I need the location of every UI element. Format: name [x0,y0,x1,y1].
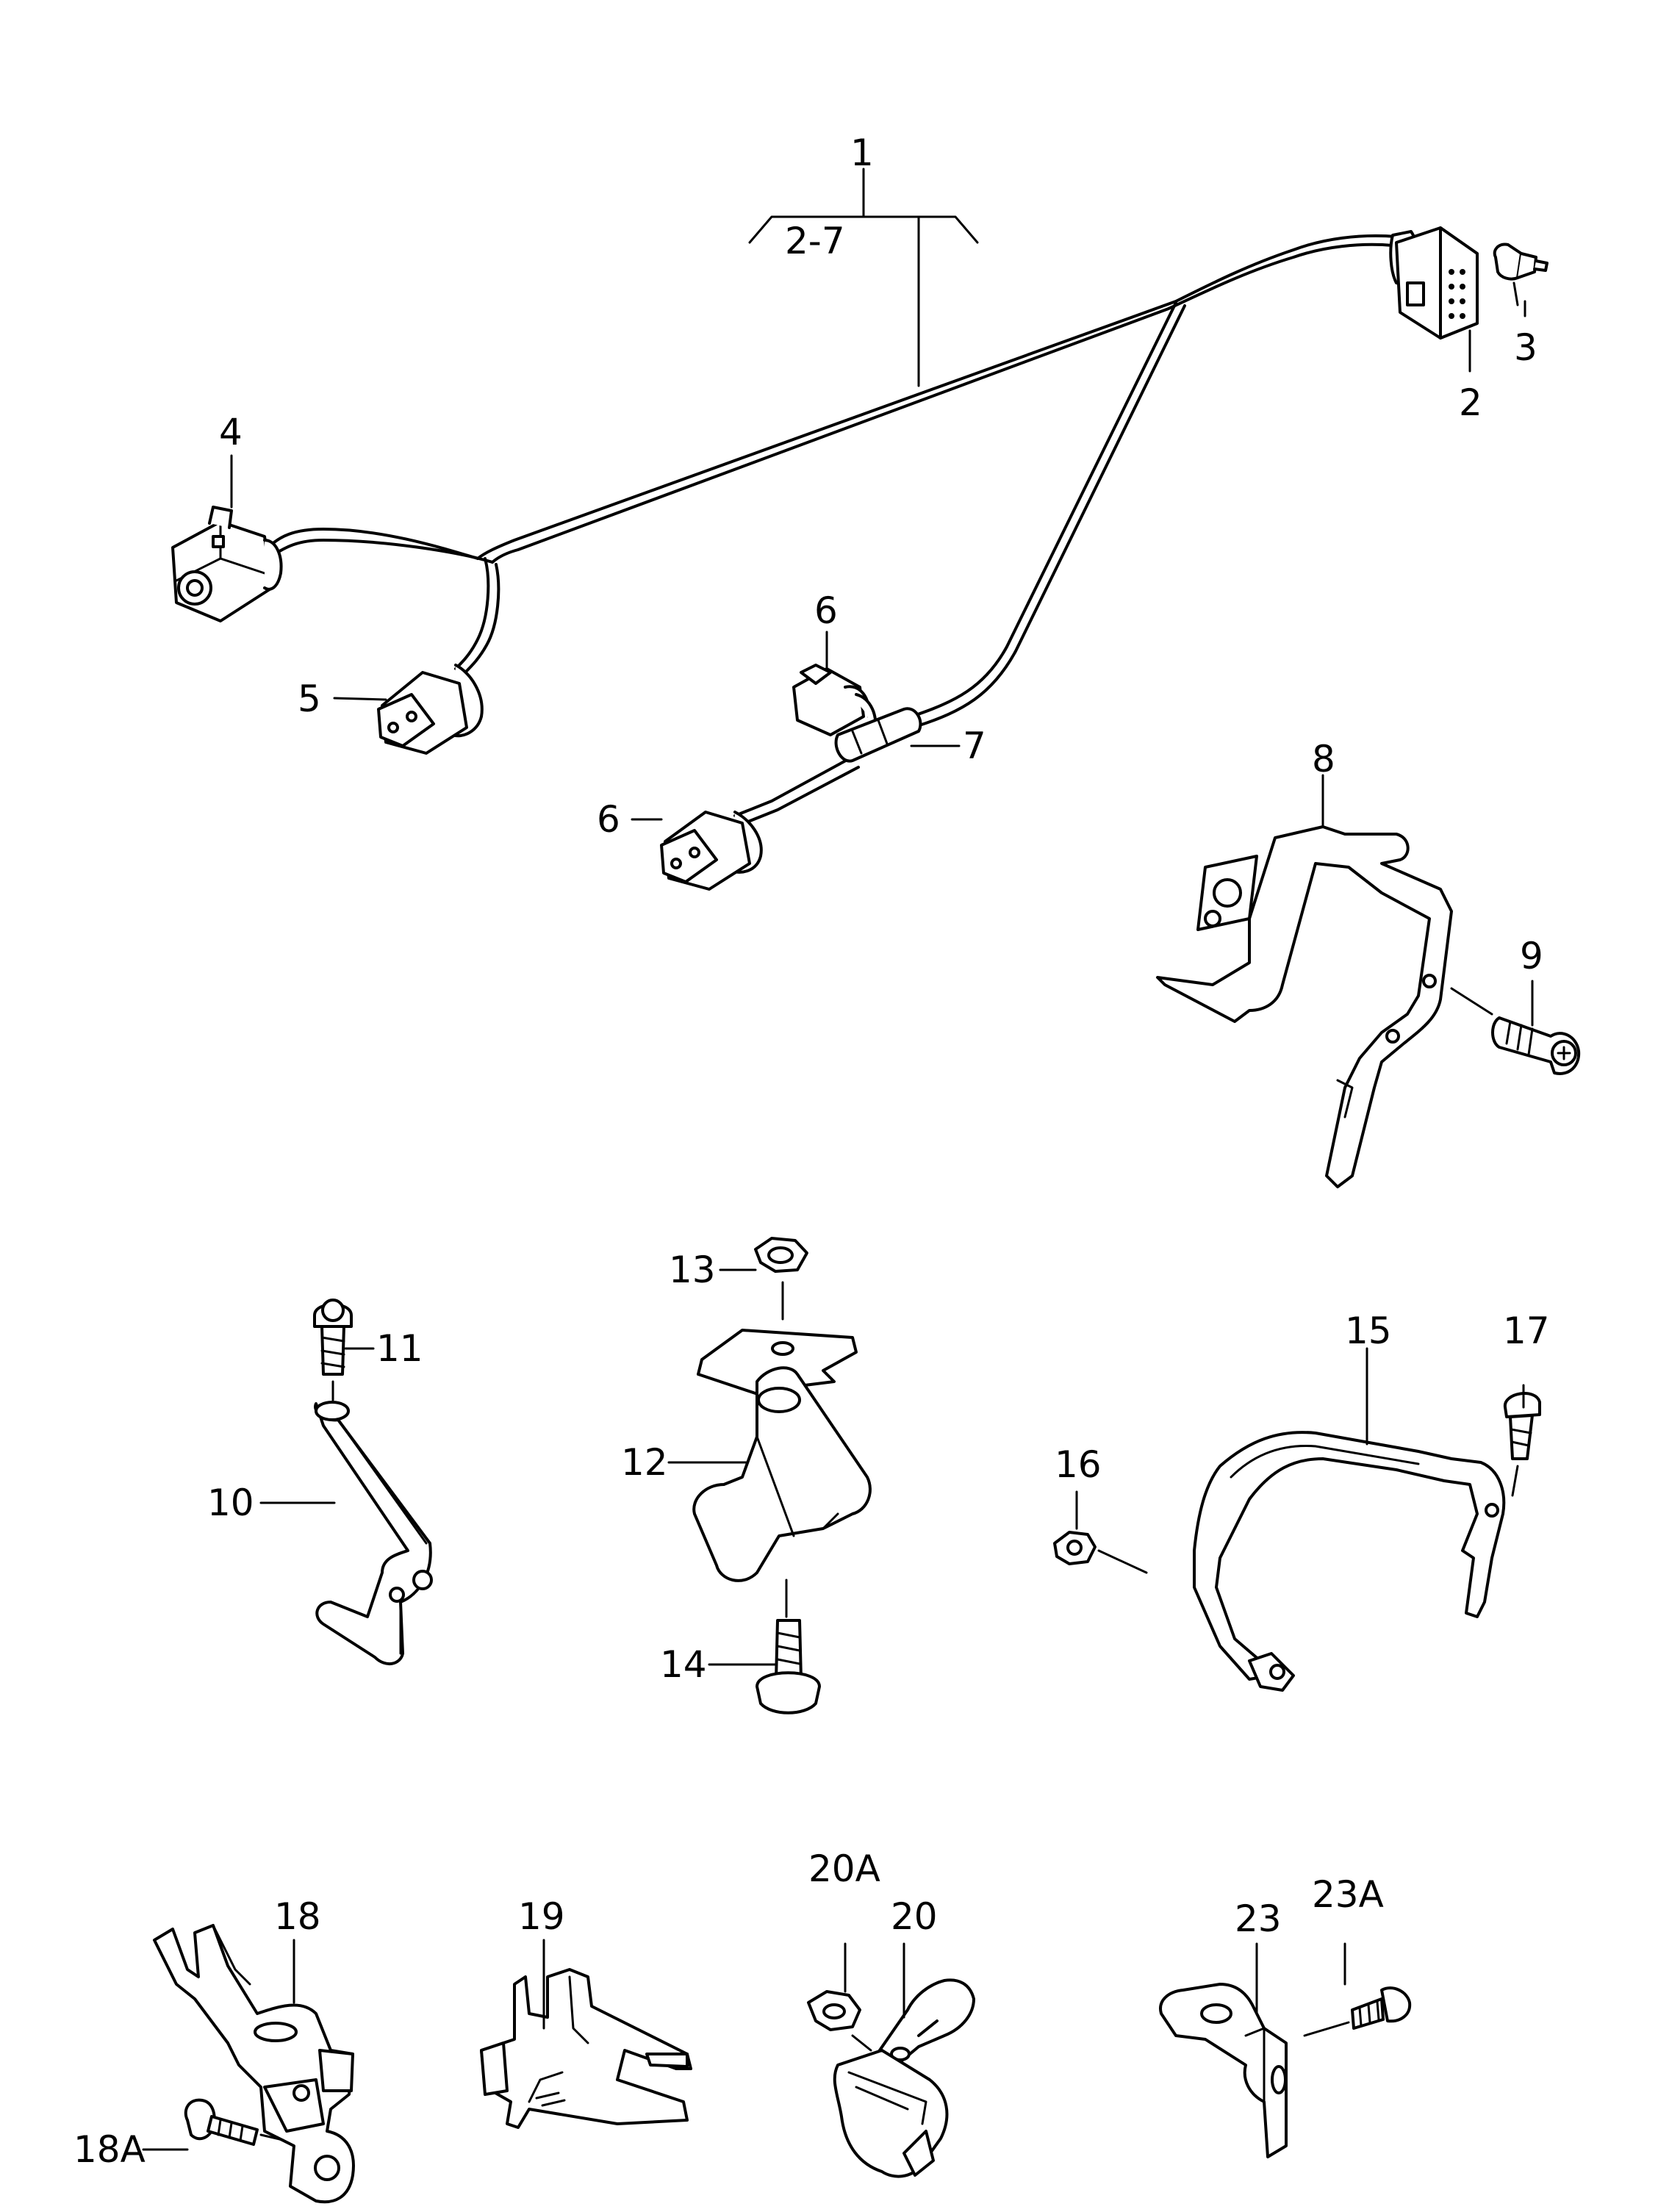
connector-6-lower [660,811,763,891]
bracket-15 [1193,1431,1506,1692]
label-2: 2 [1459,381,1482,424]
label-4: 4 [219,411,243,453]
label-18: 18 [274,1895,321,1938]
screw-11 [313,1299,353,1401]
wiring-harness [267,234,1398,826]
label-3: 3 [1514,326,1537,369]
screw-17 [1503,1392,1541,1497]
nut-16 [1053,1531,1148,1574]
sleeve-7 [834,707,922,763]
screw-23a [1303,1986,1412,2037]
bracket-12 [692,1329,872,1582]
label-14: 14 [660,1643,707,1686]
label-10: 10 [207,1482,254,1524]
label-15: 15 [1345,1310,1392,1352]
label-9: 9 [1520,935,1543,977]
bracket-10 [314,1401,433,1665]
label-5: 5 [298,678,321,720]
connector-2 [1389,226,1479,340]
screw-14 [756,1579,821,1714]
bracket-18 [153,1924,355,2204]
part-labels: 1 2-7 2 3 4 5 6 7 6 8 9 13 11 15 17 12 1… [73,132,1550,2171]
screw-18a [184,2098,284,2146]
clip-3 [1493,243,1548,306]
leader-lines [142,168,1534,2151]
label-23: 23 [1235,1897,1282,1940]
label-17: 17 [1503,1310,1550,1352]
label-8: 8 [1312,738,1335,780]
label-6-lower: 6 [597,798,620,841]
screw-9 [1450,987,1581,1075]
label-23a: 23A [1312,1873,1384,1916]
label-7: 7 [963,725,986,767]
bracket-8 [1156,825,1453,1188]
bracket-23 [1159,1983,1288,2158]
clip-20 [833,1978,975,2178]
label-19: 19 [518,1895,565,1938]
label-20a: 20A [808,1847,880,1890]
label-1: 1 [850,132,874,174]
label-16: 16 [1055,1443,1102,1486]
connector-4 [171,506,283,622]
nut-13 [754,1237,808,1321]
label-6-upper: 6 [814,589,838,632]
bracket-19 [480,1968,692,2129]
nut-20a [807,1990,872,2052]
label-12: 12 [621,1441,668,1484]
label-18a: 18A [73,2128,146,2171]
label-13: 13 [669,1249,716,1291]
label-11: 11 [376,1327,423,1370]
connector-5 [377,664,484,755]
label-20: 20 [891,1895,938,1938]
label-2-7: 2-7 [785,220,845,262]
